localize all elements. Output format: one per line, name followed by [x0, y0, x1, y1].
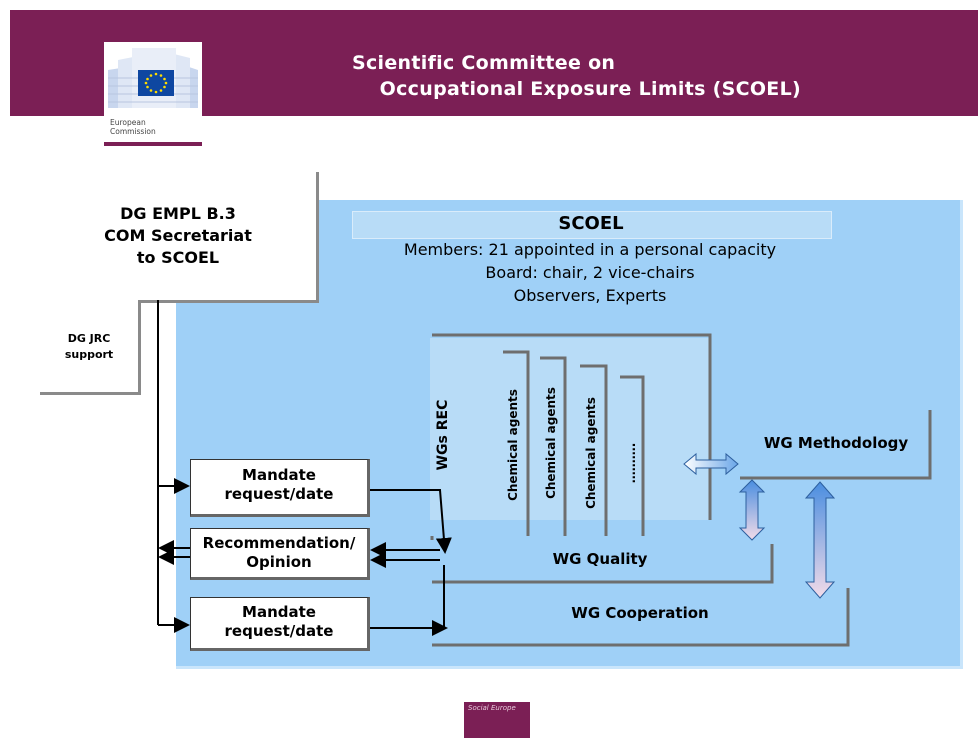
wg-quality-label: WG Quality [552, 550, 648, 568]
wg-methodology-label: WG Methodology [763, 434, 909, 452]
chemical-agents-wg-2: Chemical agents [544, 387, 558, 499]
wgs-rec-area [430, 338, 710, 520]
dg-empl-label: DG EMPL B.3 COM Secretariat to SCOEL [104, 204, 252, 267]
scoel-observers: Observers, Experts [513, 286, 667, 305]
wgs-rec-label: WGs REC [435, 399, 451, 471]
social-europe-label: Social Europe [468, 704, 516, 712]
european-commission-logo [104, 42, 202, 146]
mandate-label-1: Mandate request/date [224, 466, 334, 503]
dg-empl-box [40, 172, 319, 303]
wg-cooperation-label: WG Cooperation [571, 604, 709, 622]
more-wgs-ellipsis: ………. [624, 442, 638, 484]
chemical-agents-wg-3: Chemical agents [584, 397, 598, 509]
recommendation-box: Recommendation/ Opinion [190, 528, 370, 580]
scoel-title-bar [352, 211, 832, 239]
chemical-agents-wg-1: Chemical agents [506, 389, 520, 501]
mandate-box-2: Mandate request/date [190, 597, 370, 651]
social-europe-logo [464, 702, 530, 738]
logo-underline [104, 142, 202, 146]
dg-jrc-box [40, 300, 141, 395]
page-title: Scientific Committee on Occupational Exp… [352, 52, 801, 100]
scoel-members: Members: 21 appointed in a personal capa… [403, 240, 777, 259]
logo-caption: European Commission [110, 118, 156, 136]
dg-jrc-label: DG JRC support [64, 332, 114, 361]
recommendation-label: Recommendation/ Opinion [202, 534, 356, 571]
mandate-label-2: Mandate request/date [224, 603, 334, 640]
mandate-box-1: Mandate request/date [190, 459, 370, 517]
scoel-board: Board: chair, 2 vice-chairs [485, 263, 695, 282]
commission-building-icon [108, 48, 198, 108]
scoel-title: SCOEL [558, 213, 624, 234]
